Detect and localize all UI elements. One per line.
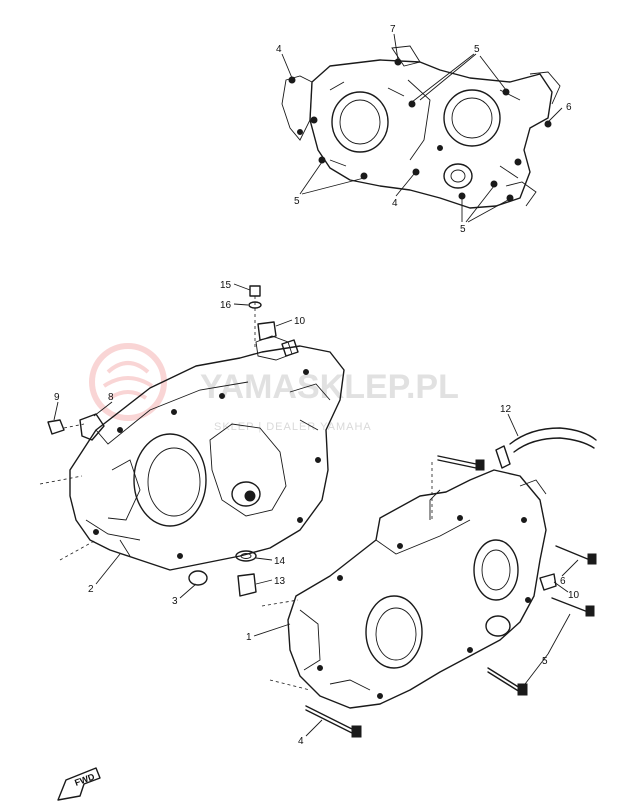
callout-9: 9 (54, 392, 60, 403)
cap-10 (257, 321, 277, 341)
bracket-assembly (47, 413, 105, 441)
callout-10: 10 (294, 316, 306, 327)
screw-9 (47, 419, 65, 435)
callout-8: 8 (108, 392, 114, 403)
callout-5: 5 (542, 656, 548, 667)
callout-2: 2 (88, 584, 94, 595)
watermark-tagline: SKLEP | DEALER YAMAHA (214, 421, 372, 433)
right-half-bolt-holes (317, 515, 531, 699)
lower-leaders (53, 283, 579, 737)
callout-4: 4 (276, 44, 282, 55)
fitting (281, 339, 299, 357)
callout-1: 1 (246, 632, 252, 643)
callout-labels: 4 7 5 6 5 4 5 15 16 10 9 8 12 2 3 14 13 … (54, 24, 580, 747)
left-half-bolt-holes (93, 369, 321, 559)
top-leaders (281, 33, 563, 223)
bolt-holes (288, 58, 552, 202)
callout-6: 6 (566, 102, 572, 113)
fwd-arrow: FWD (57, 767, 101, 801)
watermark-brand: YAMASKLEP.PL (200, 368, 459, 406)
long-bolt-bottom (305, 705, 362, 738)
callout-10: 10 (568, 590, 580, 601)
top-crankcase-view (281, 33, 563, 223)
callout-5: 5 (460, 224, 466, 235)
crankcase-right-half (261, 462, 547, 709)
plate-8 (79, 413, 105, 441)
washer-14 (235, 550, 257, 562)
right-side-bolts (487, 545, 597, 696)
callout-3: 3 (172, 596, 178, 607)
callout-7: 7 (390, 24, 396, 35)
watermark-logo-icon (89, 343, 167, 421)
dowel-3 (188, 570, 208, 586)
callout-12: 12 (500, 404, 512, 415)
callout-4: 4 (392, 198, 398, 209)
crankcase-left-half (39, 335, 345, 571)
long-bolt-top (437, 455, 485, 471)
drain-plug-13 (237, 573, 257, 597)
callout-13: 13 (274, 576, 286, 587)
callout-5: 5 (294, 196, 300, 207)
fwd-arrow-icon (57, 767, 101, 801)
callout-14: 14 (274, 556, 286, 567)
plug-assembly (248, 285, 299, 357)
callout-16: 16 (220, 300, 232, 311)
fwd-label: FWD (73, 771, 96, 788)
breather-hose-12 (495, 427, 597, 469)
bolt-15 (249, 285, 261, 297)
callout-4: 4 (298, 736, 304, 747)
callout-5: 5 (474, 44, 480, 55)
callout-6: 6 (560, 576, 566, 587)
callout-15: 15 (220, 280, 232, 291)
